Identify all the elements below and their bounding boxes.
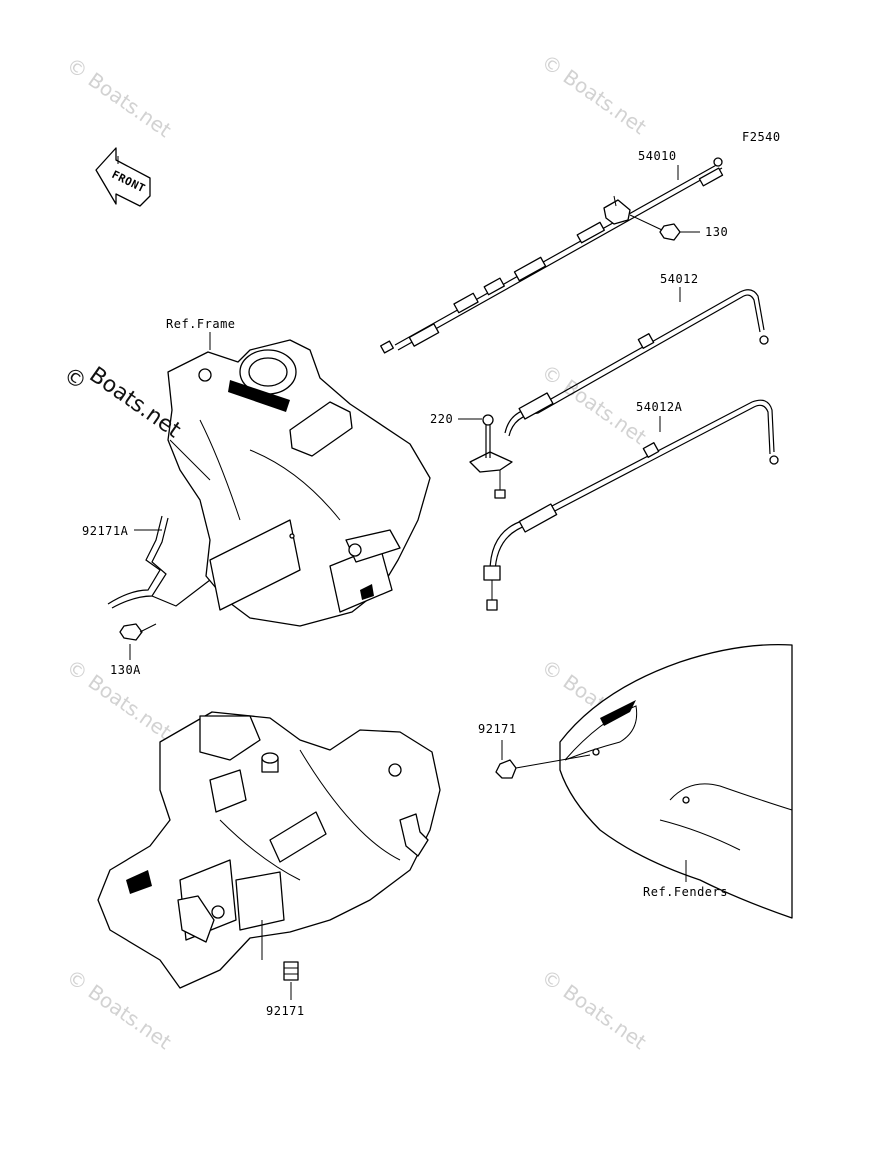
- front-arrow-icon: FRONT: [95, 147, 151, 207]
- ref-frame-label[interactable]: Ref.Frame: [166, 317, 236, 331]
- fender-drawing: [559, 643, 793, 919]
- label-130A[interactable]: 130A: [110, 663, 141, 677]
- label-92171-bottom[interactable]: 92171: [266, 1004, 305, 1018]
- watermark-6: © Boats.net: [62, 964, 176, 1054]
- watermark-large-symbol: ©: [59, 362, 91, 395]
- label-130[interactable]: 130: [705, 225, 728, 239]
- clamp-92171-bottom-drawing: [261, 920, 299, 981]
- frame-drawing: [167, 339, 431, 627]
- ref-fenders-label[interactable]: Ref.Fenders: [643, 885, 728, 899]
- clamp-92171-right-drawing: [495, 740, 591, 779]
- lower-frame-drawing: [97, 711, 441, 989]
- watermark-2: © Boats.net: [537, 49, 651, 139]
- label-220[interactable]: 220: [430, 412, 453, 426]
- label-92171A[interactable]: 92171A: [82, 524, 129, 538]
- watermark-1: © Boats.net: [62, 52, 176, 142]
- label-92171-right[interactable]: 92171: [478, 722, 517, 736]
- cable-54010-drawing: [380, 157, 724, 354]
- cable-54012A-drawing: [483, 399, 779, 611]
- label-54010[interactable]: 54010: [638, 149, 677, 163]
- watermark-7: © Boats.net: [537, 964, 651, 1054]
- watermark-large: © Boats.net: [59, 362, 186, 443]
- clamp-92171A-drawing: [107, 515, 295, 641]
- label-54012A[interactable]: 54012A: [636, 400, 683, 414]
- label-54012[interactable]: 54012: [660, 272, 699, 286]
- figure-code: F2540: [742, 130, 781, 144]
- cable-54012-drawing: [469, 289, 769, 499]
